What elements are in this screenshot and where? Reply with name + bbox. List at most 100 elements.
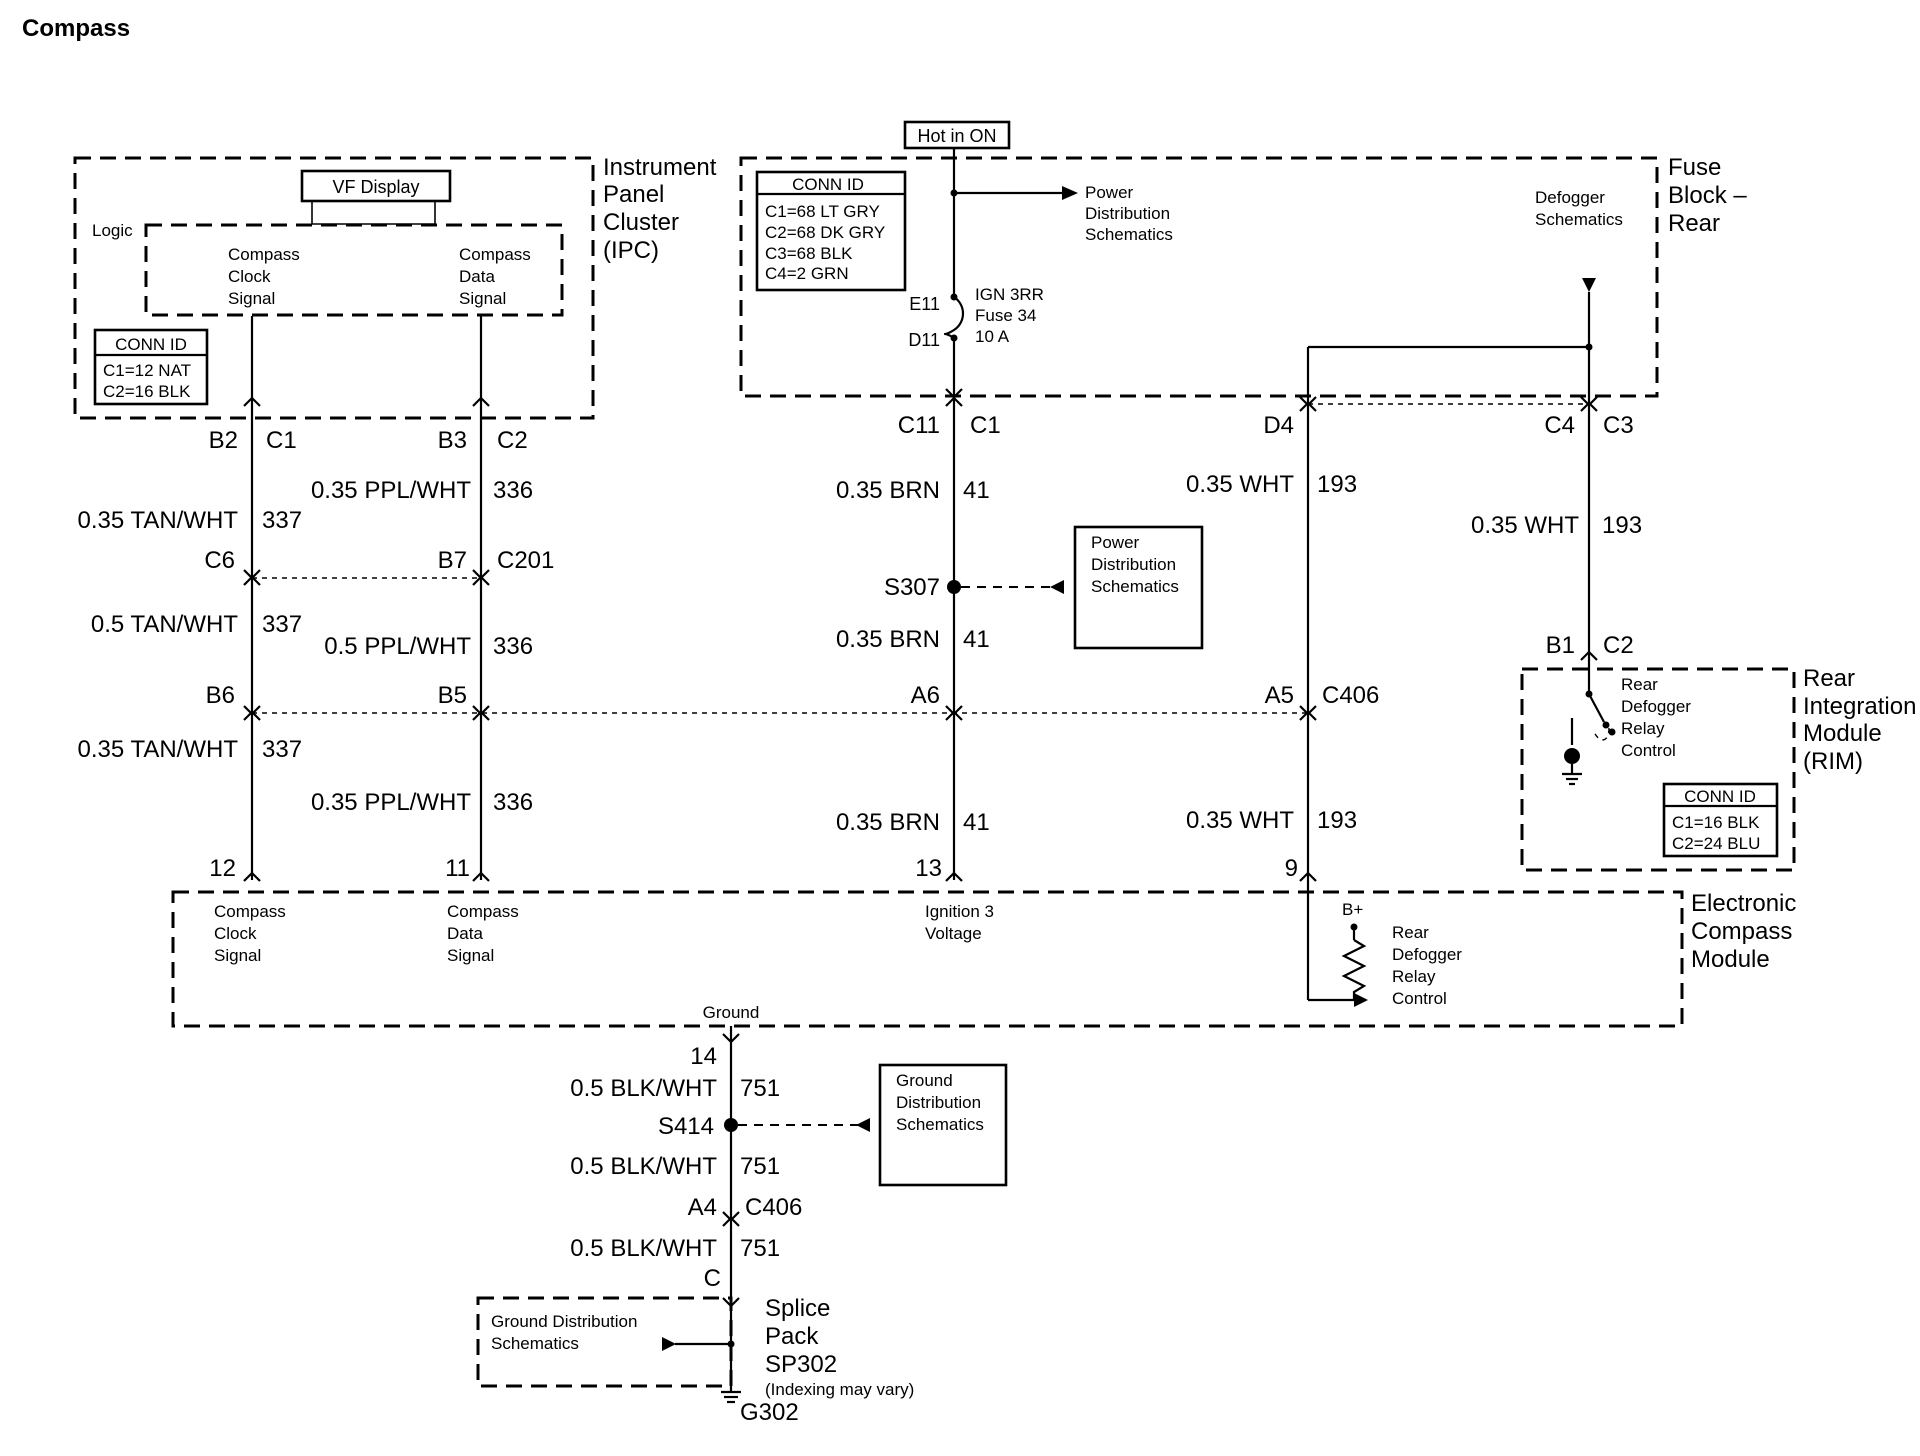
rim-module: Rear Defogger Relay Control CONN ID C1=1… [1520, 662, 1916, 872]
rim-relay-label: Rear Defogger Relay Control [1621, 675, 1691, 760]
wire-41: C11 C1 0.35 BRN 41 S307 0.35 BRN 41 A6 0… [836, 388, 1064, 882]
svg-text:Ground Distribution: Ground Distribution [491, 1312, 637, 1331]
svg-text:Control: Control [1621, 741, 1676, 760]
w4-top: D4 [1263, 412, 1294, 439]
svg-text:Compass: Compass [214, 902, 286, 921]
svg-text:Schematics: Schematics [1535, 210, 1623, 229]
hot-in-on-label: Hot in ON [917, 126, 996, 146]
w5-top-left: C4 [1544, 412, 1575, 439]
svg-text:C1=12 NAT: C1=12 NAT [103, 361, 191, 380]
svg-text:Defogger: Defogger [1621, 697, 1691, 716]
svg-text:10 A: 10 A [975, 327, 1010, 346]
svg-text:Fuse 34: Fuse 34 [975, 306, 1036, 325]
vf-display-box [300, 169, 452, 203]
fuse-block-rear: Hot in ON CONN ID C1=68 LT GRY C2=68 DK … [739, 120, 1747, 398]
svg-text:Rear: Rear [1621, 675, 1658, 694]
w4-seg1-circuit: 193 [1317, 471, 1357, 498]
svg-text:Signal: Signal [214, 946, 261, 965]
w4-mid2-left: A5 [1265, 682, 1294, 709]
w1-top-right: C1 [266, 427, 297, 454]
w3-top-right: C1 [970, 412, 1001, 439]
w1-seg1-wire: 0.35 TAN/WHT [78, 507, 239, 534]
w2-seg1-circuit: 336 [493, 477, 533, 504]
ground-seg3-wire: 0.5 BLK/WHT [570, 1235, 717, 1262]
ground-conn-right: C406 [745, 1194, 802, 1221]
w5-seg1-wire: 0.35 WHT [1471, 512, 1579, 539]
svg-text:C2=68 DK GRY: C2=68 DK GRY [765, 223, 885, 242]
svg-text:Power: Power [1085, 183, 1134, 202]
svg-text:Data: Data [447, 924, 483, 943]
logic-label: Logic [92, 221, 133, 240]
wire-337: B2 C1 0.35 TAN/WHT 337 C6 0.5 TAN/WHT 33… [78, 316, 302, 882]
w1-top-left: B2 [209, 427, 238, 454]
splice-pack-name: Splice Pack SP302 [765, 1295, 837, 1378]
svg-text:Clock: Clock [228, 267, 271, 286]
svg-text:Data: Data [459, 267, 495, 286]
svg-text:Electronic: Electronic [1691, 890, 1796, 917]
svg-text:Block –: Block – [1668, 182, 1747, 209]
svg-text:Module: Module [1691, 946, 1770, 973]
svg-text:CONN ID: CONN ID [792, 175, 864, 194]
w3-top-left: C11 [898, 412, 940, 439]
ipc-module: VF Display Logic Compass Clock Signal Co… [73, 154, 717, 420]
ipc-conn-id-table: CONN ID C1=12 NAT C2=16 BLK [93, 328, 209, 406]
w5-seg1-circuit: 193 [1602, 512, 1642, 539]
w3-seg3-circuit: 41 [963, 809, 990, 836]
svg-text:Ground: Ground [896, 1071, 953, 1090]
w2-mid1-right: C201 [497, 547, 554, 574]
w2-seg3-wire: 0.35 PPL/WHT [311, 789, 471, 816]
ground-seg2-circuit: 751 [740, 1153, 780, 1180]
ecm-ignition-label: Ignition 3 Voltage [925, 902, 994, 943]
svg-text:Compass: Compass [1691, 918, 1792, 945]
fuse-block-name: Fuse Block – Rear [1668, 154, 1747, 237]
svg-text:C1=68 LT GRY: C1=68 LT GRY [765, 202, 880, 221]
svg-text:Instrument: Instrument [603, 154, 717, 181]
svg-text:E11: E11 [909, 294, 940, 314]
s414-label: S414 [658, 1113, 714, 1140]
w1-seg3-wire: 0.35 TAN/WHT [78, 736, 239, 763]
logic-box [144, 223, 564, 317]
vf-display-label: VF Display [332, 177, 419, 197]
ground-pin: 14 [690, 1043, 717, 1070]
w4-seg1-wire: 0.35 WHT [1186, 471, 1294, 498]
w1-seg2-wire: 0.5 TAN/WHT [91, 611, 238, 638]
ipc-module-name: Instrument Panel Cluster (IPC) [603, 154, 717, 264]
power-distribution-ref-box: Power Distribution Schematics [1073, 525, 1204, 650]
indexing-note: (Indexing may vary) [765, 1380, 914, 1399]
svg-text:Defogger: Defogger [1392, 945, 1462, 964]
svg-text:Distribution: Distribution [896, 1093, 981, 1112]
page-title: Compass [22, 15, 130, 42]
svg-text:C1=16 BLK: C1=16 BLK [1672, 813, 1760, 832]
ground-seg1-circuit: 751 [740, 1075, 780, 1102]
svg-text:Cluster: Cluster [603, 209, 679, 236]
svg-text:Schematics: Schematics [896, 1115, 984, 1134]
fuse-block-conn-id-table: CONN ID C1=68 LT GRY C2=68 DK GRY C3=68 … [755, 170, 907, 292]
svg-text:Schematics: Schematics [1085, 225, 1173, 244]
w3-mid2: A6 [911, 682, 940, 709]
bplus-label: B+ [1342, 900, 1363, 919]
w1-seg2-circuit: 337 [262, 611, 302, 638]
svg-text:Module: Module [1803, 720, 1882, 747]
w3-seg2-wire: 0.35 BRN [836, 626, 940, 653]
w1-seg3-circuit: 337 [262, 736, 302, 763]
fuse-34: E11 D11 IGN 3RR Fuse 34 10 A [908, 285, 1044, 350]
svg-text:CONN ID: CONN ID [115, 335, 187, 354]
w3-seg1-wire: 0.35 BRN [836, 477, 940, 504]
ipc-clock-signal-label: Compass Clock Signal [228, 245, 300, 308]
w5-bottom-left: B1 [1546, 632, 1575, 659]
w1-pin: 12 [209, 855, 236, 882]
svg-text:Defogger: Defogger [1535, 188, 1605, 207]
svg-text:CONN ID: CONN ID [1684, 787, 1756, 806]
svg-text:Control: Control [1392, 989, 1447, 1008]
w2-seg1-wire: 0.35 PPL/WHT [311, 477, 471, 504]
svg-text:Signal: Signal [228, 289, 275, 308]
w5-bottom-right: C2 [1603, 632, 1634, 659]
svg-text:Splice: Splice [765, 1295, 830, 1322]
ground-conn-left: A4 [688, 1194, 717, 1221]
wire-193-ecm: D4 0.35 WHT 193 A5 C406 0.35 WHT 193 9 [1186, 396, 1379, 1000]
svg-text:Relay: Relay [1392, 967, 1436, 986]
ground-distribution-ref-box: Ground Distribution Schematics [878, 1063, 1008, 1187]
w2-seg3-circuit: 336 [493, 789, 533, 816]
svg-text:Ignition 3: Ignition 3 [925, 902, 994, 921]
